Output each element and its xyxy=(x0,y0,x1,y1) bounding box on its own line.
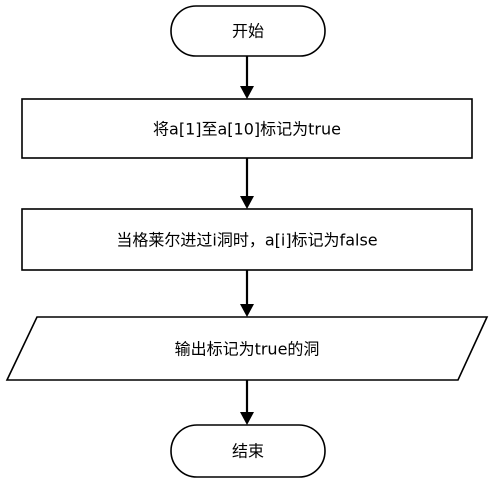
output-data-shape xyxy=(5,316,489,381)
node-start: 开始 xyxy=(170,5,326,57)
start-label: 开始 xyxy=(232,22,264,41)
node-step1: 将a[1]至a[10]标记为true xyxy=(21,98,473,159)
output-label: 输出标记为true的洞 xyxy=(175,340,320,359)
step1-process-shape xyxy=(21,98,473,159)
arrowhead-output xyxy=(240,304,254,317)
start-terminator-shape xyxy=(170,5,326,57)
node-step2: 当格莱尔进过i洞时，a[i]标记为false xyxy=(21,208,473,271)
node-output: 输出标记为true的洞 xyxy=(5,316,489,381)
arrowhead-end xyxy=(240,412,254,425)
end-terminator-shape xyxy=(170,424,326,478)
step2-process-shape xyxy=(21,208,473,271)
node-end: 结束 xyxy=(170,424,326,478)
end-label: 结束 xyxy=(232,442,264,461)
step2-label: 当格莱尔进过i洞时，a[i]标记为false xyxy=(116,231,377,250)
arrowhead-step1 xyxy=(240,86,254,99)
connectors xyxy=(240,56,254,425)
step1-label: 将a[1]至a[10]标记为true xyxy=(153,120,341,139)
arrowhead-step2 xyxy=(240,196,254,209)
